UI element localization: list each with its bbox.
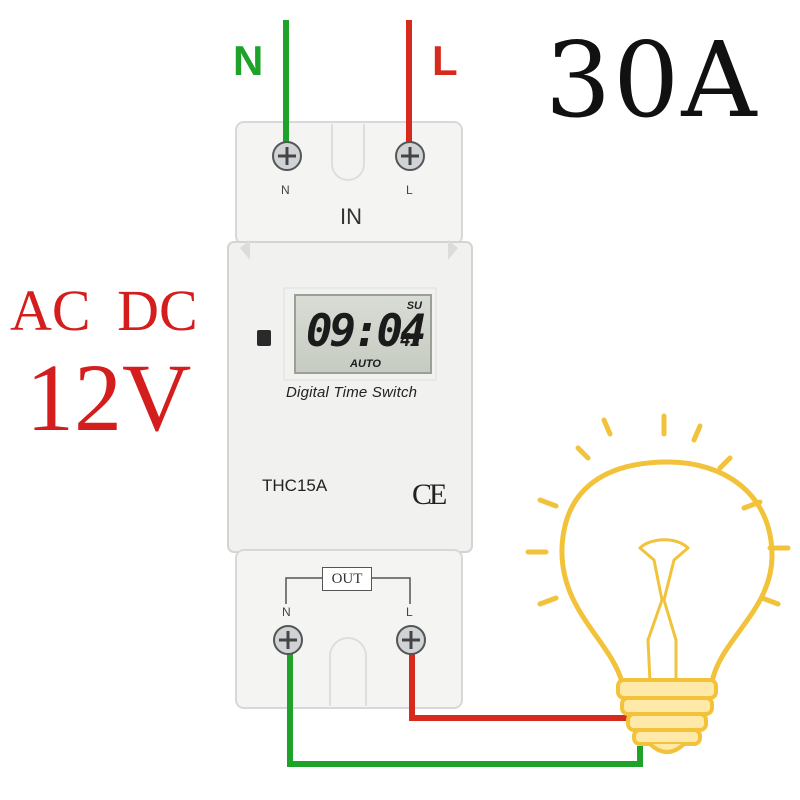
neutral-output-wire	[287, 650, 643, 767]
terminal-screw-out-l	[396, 625, 426, 655]
output-terminal-n-label: N	[282, 605, 291, 619]
live-wire-label: L	[432, 37, 458, 84]
supply-voltage-label: 12V	[26, 344, 192, 451]
lcd-seconds-readout: 41	[400, 330, 421, 351]
lcd-time-readout: 09:04	[306, 306, 426, 357]
live-output-wire	[409, 650, 640, 721]
lcd-display: SU 09:04 41 AUTO	[294, 294, 432, 374]
lcd-day-indicator: SU	[406, 300, 422, 312]
output-terminal-l-label: L	[406, 605, 413, 619]
model-number: THC15A	[262, 476, 328, 495]
terminal-screw-out-n	[273, 625, 303, 655]
output-label: OUT	[322, 567, 372, 591]
supply-type-label: AC DC	[10, 278, 198, 343]
ce-mark: CE	[412, 478, 447, 511]
terminal-screw-in-l	[395, 141, 425, 171]
light-bulb-icon	[525, 413, 791, 754]
input-terminal-n-label: N	[281, 183, 290, 197]
product-name: Digital Time Switch	[286, 384, 418, 401]
output-bracket-line	[285, 577, 411, 604]
status-led	[257, 330, 271, 346]
input-label: IN	[340, 204, 362, 229]
neutral-wire-label: N	[233, 37, 264, 84]
lcd-mode-indicator: AUTO	[350, 358, 381, 370]
input-terminal-l-label: L	[406, 183, 413, 197]
terminal-screw-in-n	[272, 141, 302, 171]
current-rating-label: 30A	[545, 19, 759, 141]
